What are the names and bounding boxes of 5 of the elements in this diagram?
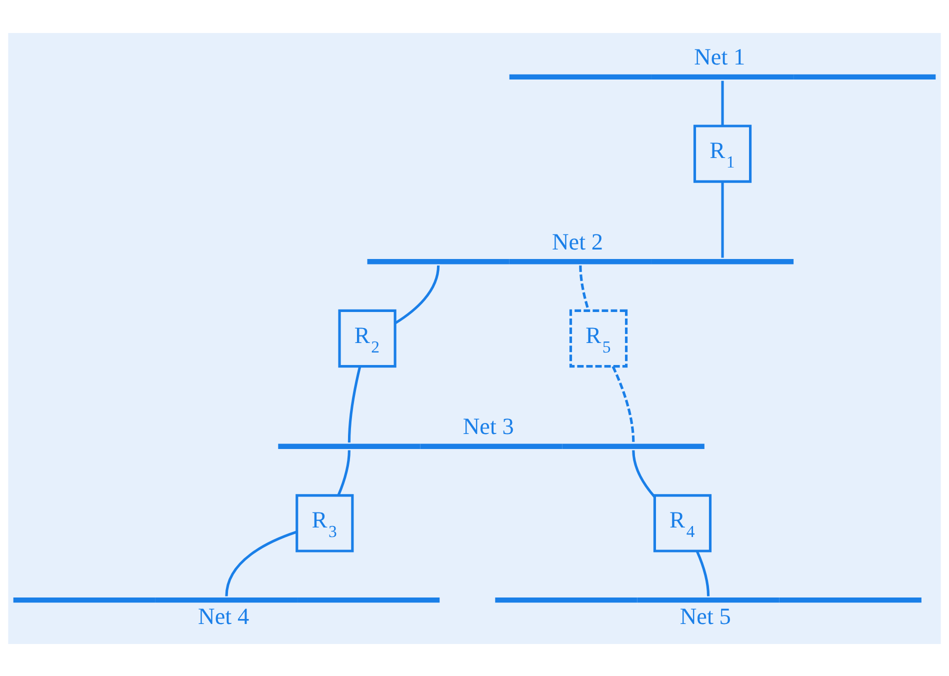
node-label: Net 4 bbox=[198, 603, 250, 630]
node-label: Net 3 bbox=[462, 413, 514, 440]
node-label: Net 5 bbox=[680, 603, 731, 630]
node-label: Net 2 bbox=[552, 228, 604, 255]
node-label: Net 1 bbox=[694, 44, 746, 70]
